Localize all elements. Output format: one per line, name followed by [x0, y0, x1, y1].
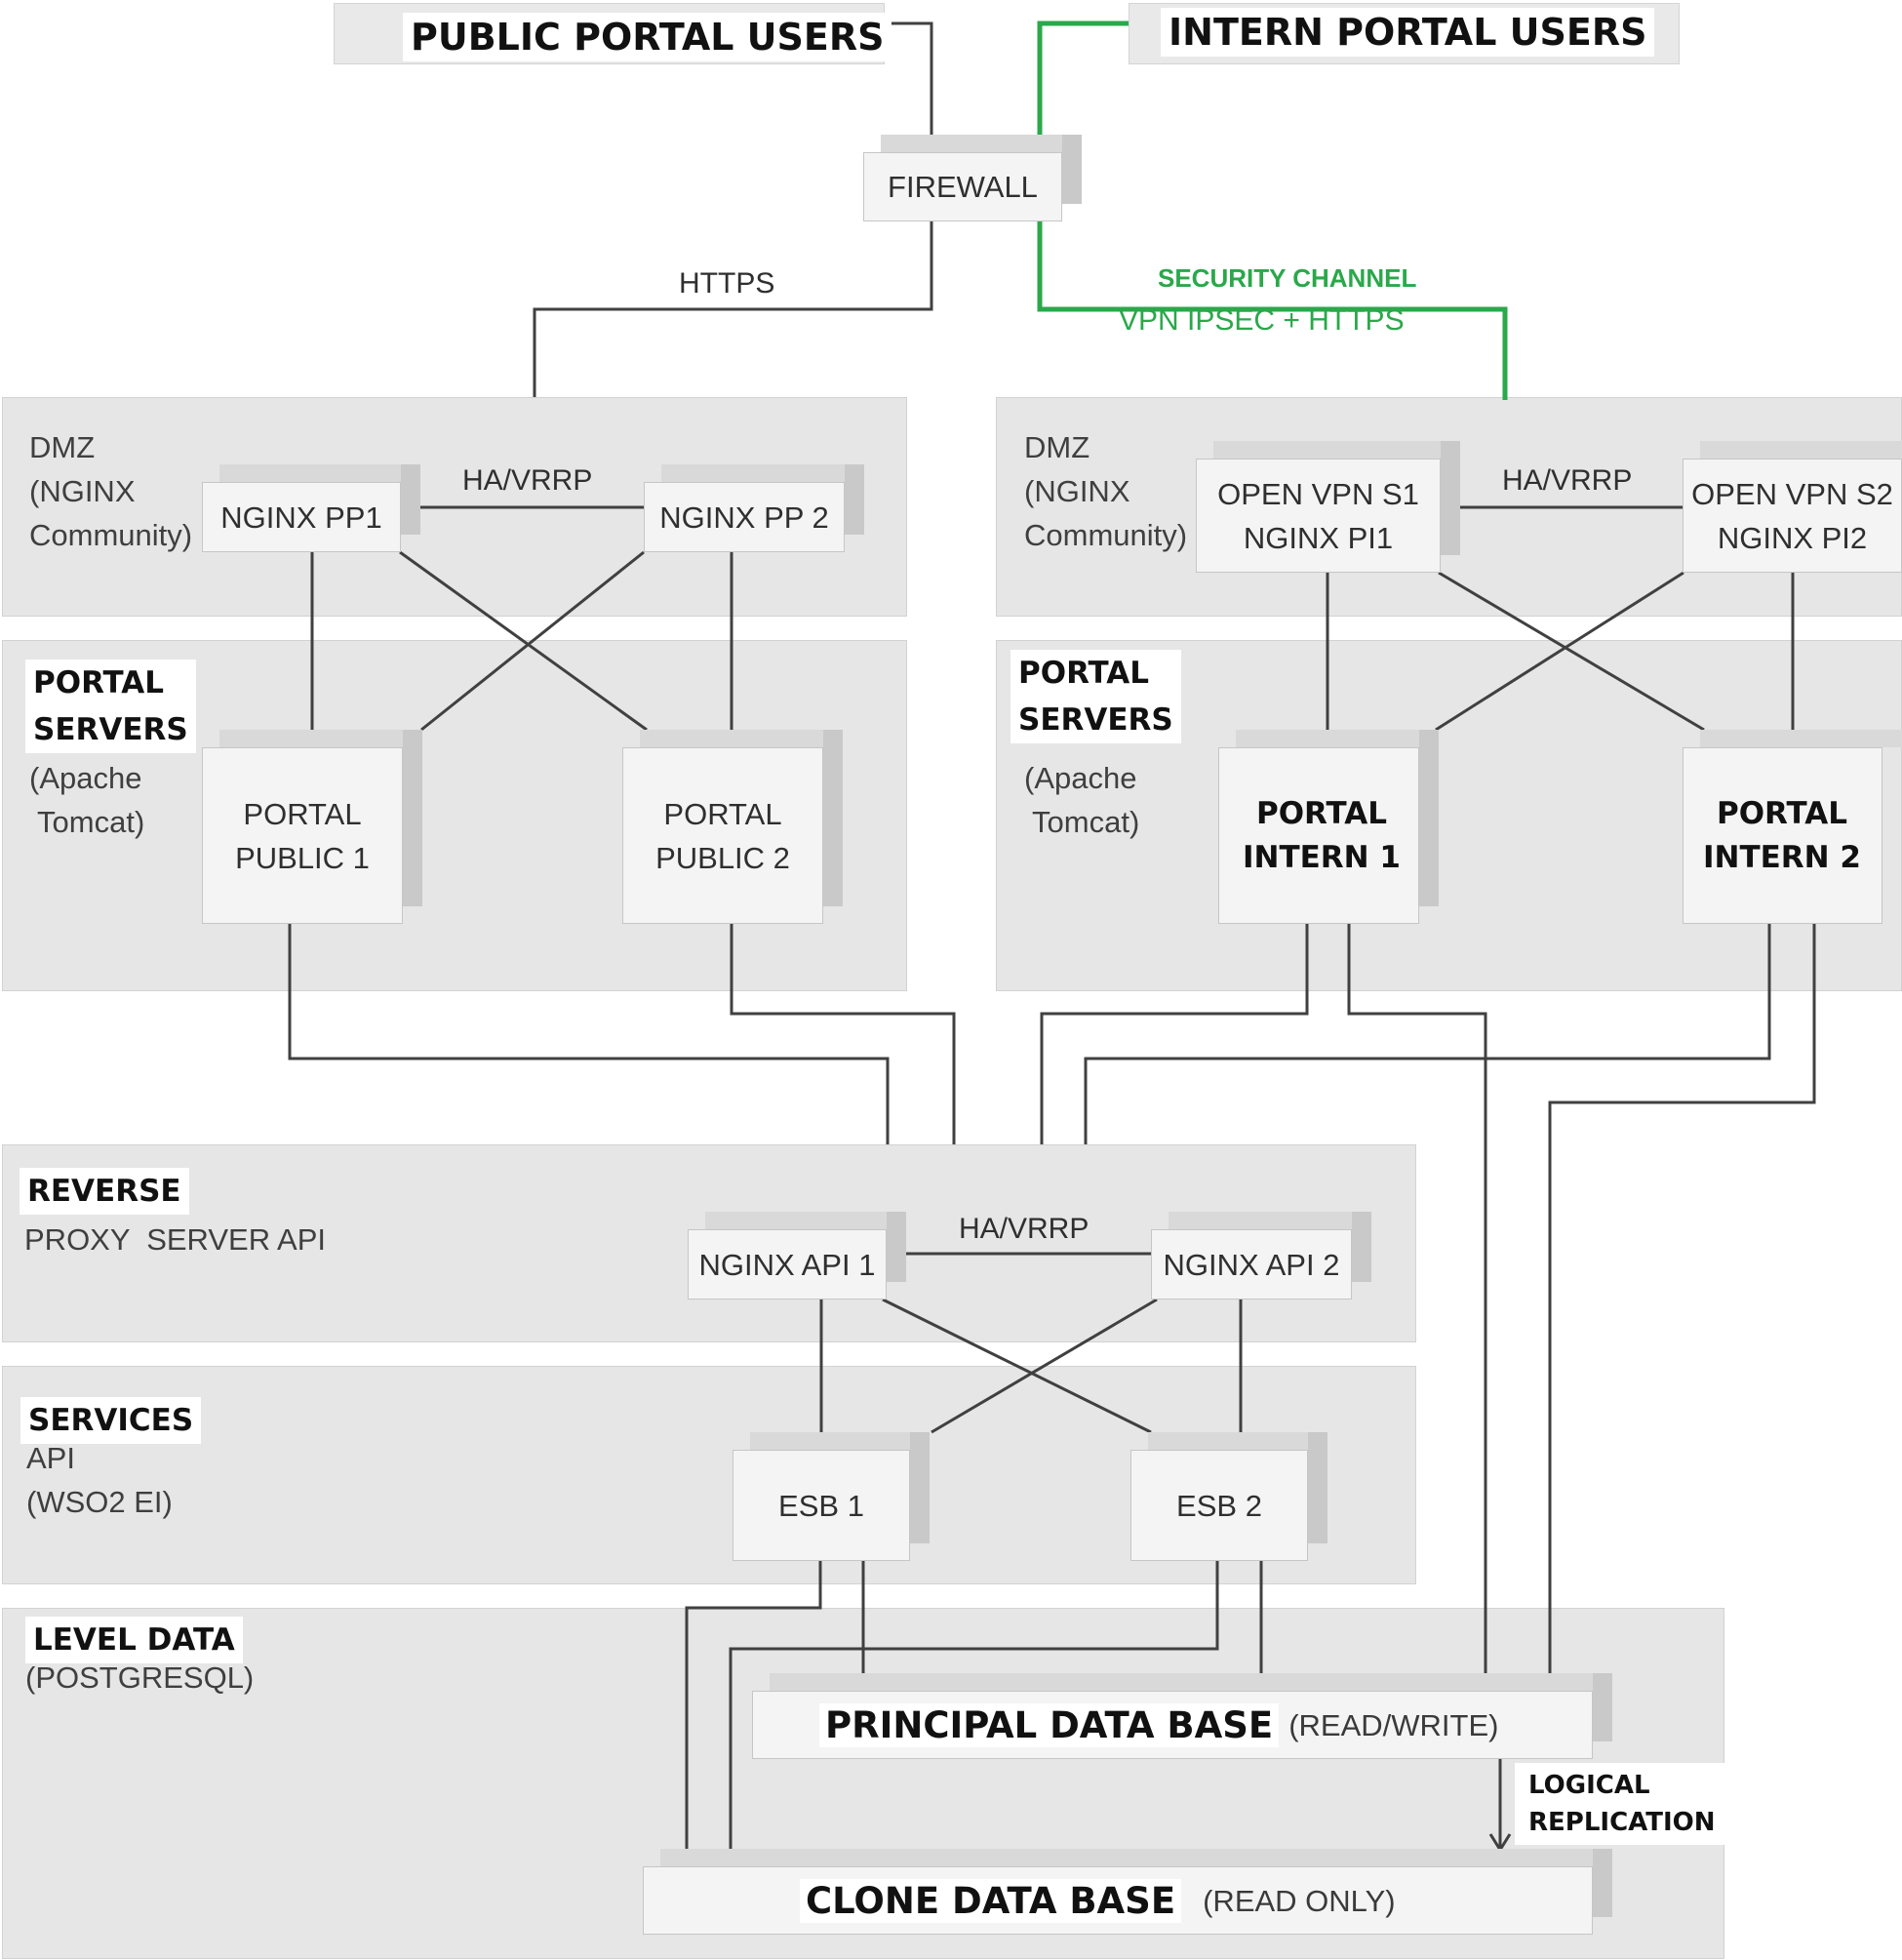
- logical-replication-label: LOGICAL REPLICATION: [1515, 1763, 1729, 1845]
- clone-database-name: CLONE DATA BASE: [800, 1878, 1182, 1923]
- line-intern1-principal: [1347, 924, 1487, 1673]
- public-portal-users-label: PUBLIC PORTAL USERS: [403, 13, 892, 61]
- line-public2-reverse: [730, 924, 956, 1144]
- portal-intern-1-node: PORTAL INTERN 1: [1218, 730, 1439, 924]
- open-vpn-s1-node: OPEN VPN S1 NGINX PI1: [1196, 441, 1460, 573]
- portal-servers-public-sub: (Apache Tomcat): [29, 761, 145, 839]
- line-secure-channel: [1037, 20, 1508, 400]
- level-data-title: LEVEL DATA: [25, 1617, 243, 1663]
- line-s1-intern2: [1438, 571, 1705, 732]
- esb-2-label: ESB 2: [1130, 1450, 1308, 1561]
- firewall-label: FIREWALL: [863, 152, 1062, 221]
- nginx-api-2-label: NGINX API 2: [1151, 1229, 1352, 1300]
- intern-portal-users-label: INTERN PORTAL USERS: [1161, 8, 1655, 57]
- portal-public-1-label: PORTAL PUBLIC 1: [202, 747, 403, 924]
- line-esb1-clone: [685, 1561, 822, 1849]
- intern-portal-users-box: INTERN PORTAL USERS: [1129, 3, 1680, 64]
- vpn-ipsec-label: VPN IPSEC + HTTPS: [1119, 304, 1405, 337]
- portal-public-2-node: PORTAL PUBLIC 2: [622, 730, 843, 924]
- nginx-pp1-label: NGINX PP1: [202, 482, 401, 552]
- nginx-pp2-node: NGINX PP 2: [644, 464, 864, 552]
- line-api1-esb2: [882, 1298, 1152, 1434]
- nginx-pp2-label: NGINX PP 2: [644, 482, 845, 552]
- portal-intern-2-node: PORTAL INTERN 2: [1683, 730, 1902, 924]
- esb-1-label: ESB 1: [733, 1450, 910, 1561]
- line-firewall-https-dmz: [533, 219, 933, 397]
- dmz-intern-label: DMZ (NGINX Community): [1024, 430, 1188, 552]
- open-vpn-s2-label: OPEN VPN S2 NGINX PI2: [1683, 459, 1902, 573]
- portal-servers-intern-title: PORTAL SERVERS: [1010, 650, 1181, 743]
- services-sub: API (WSO2 EI): [26, 1441, 173, 1519]
- line-esb2-clone: [729, 1561, 1219, 1849]
- clone-database-node: CLONE DATA BASE (READ ONLY): [643, 1849, 1612, 1935]
- clone-database-mode: (READ ONLY): [1203, 1883, 1396, 1918]
- line-api2-esb1: [931, 1298, 1158, 1434]
- nginx-api-2-node: NGINX API 2: [1151, 1212, 1371, 1300]
- line-public1-reverse: [288, 924, 890, 1144]
- nginx-api-1-node: NGINX API 1: [688, 1212, 906, 1300]
- security-channel-label: SECURITY CHANNEL: [1158, 263, 1417, 293]
- public-portal-users-box: PUBLIC PORTAL USERS: [334, 3, 892, 64]
- portal-intern-1-label: PORTAL INTERN 1: [1218, 747, 1419, 924]
- line-intern1-reverse: [1040, 924, 1309, 1144]
- https-label: HTTPS: [679, 267, 775, 300]
- line-intern2-reverse: [1084, 924, 1771, 1144]
- reverse-sub: PROXY SERVER API: [24, 1222, 326, 1257]
- ha-vrrp-label-api: HA/VRRP: [959, 1213, 1090, 1245]
- line-pp1-public2: [399, 550, 648, 732]
- line-pp2-public1: [420, 550, 645, 732]
- portal-public-2-label: PORTAL PUBLIC 2: [622, 747, 823, 924]
- open-vpn-s1-label: OPEN VPN S1 NGINX PI1: [1196, 459, 1441, 573]
- esb-2-node: ESB 2: [1130, 1432, 1327, 1561]
- firewall-node: FIREWALL: [863, 135, 1082, 221]
- portal-servers-public-title: PORTAL SERVERS: [25, 660, 196, 753]
- esb-1-node: ESB 1: [733, 1432, 930, 1561]
- line-intern2-principal: [1548, 924, 1816, 1673]
- portal-intern-2-label: PORTAL INTERN 2: [1683, 747, 1882, 924]
- principal-database-node: PRINCIPAL DATA BASE (READ/WRITE): [752, 1673, 1612, 1759]
- ha-vrrp-label-intern: HA/VRRP: [1502, 464, 1633, 497]
- line-s2-intern1: [1435, 571, 1684, 732]
- open-vpn-s2-node: OPEN VPN S2 NGINX PI2: [1683, 441, 1902, 573]
- line-public-users-firewall: [883, 21, 933, 137]
- nginx-api-1-label: NGINX API 1: [688, 1229, 887, 1300]
- level-data-sub: (POSTGRESQL): [25, 1660, 255, 1695]
- services-title: SERVICES: [20, 1397, 202, 1444]
- reverse-title: REVERSE: [20, 1168, 189, 1215]
- ha-vrrp-label-public: HA/VRRP: [462, 464, 593, 497]
- nginx-pp1-node: NGINX PP1: [202, 464, 420, 552]
- principal-database-mode: (READ/WRITE): [1288, 1707, 1499, 1742]
- dmz-public-label: DMZ (NGINX Community): [29, 430, 193, 552]
- portal-public-1-node: PORTAL PUBLIC 1: [202, 730, 422, 924]
- principal-database-name: PRINCIPAL DATA BASE: [819, 1702, 1280, 1747]
- portal-servers-intern-sub: (Apache Tomcat): [1024, 761, 1140, 839]
